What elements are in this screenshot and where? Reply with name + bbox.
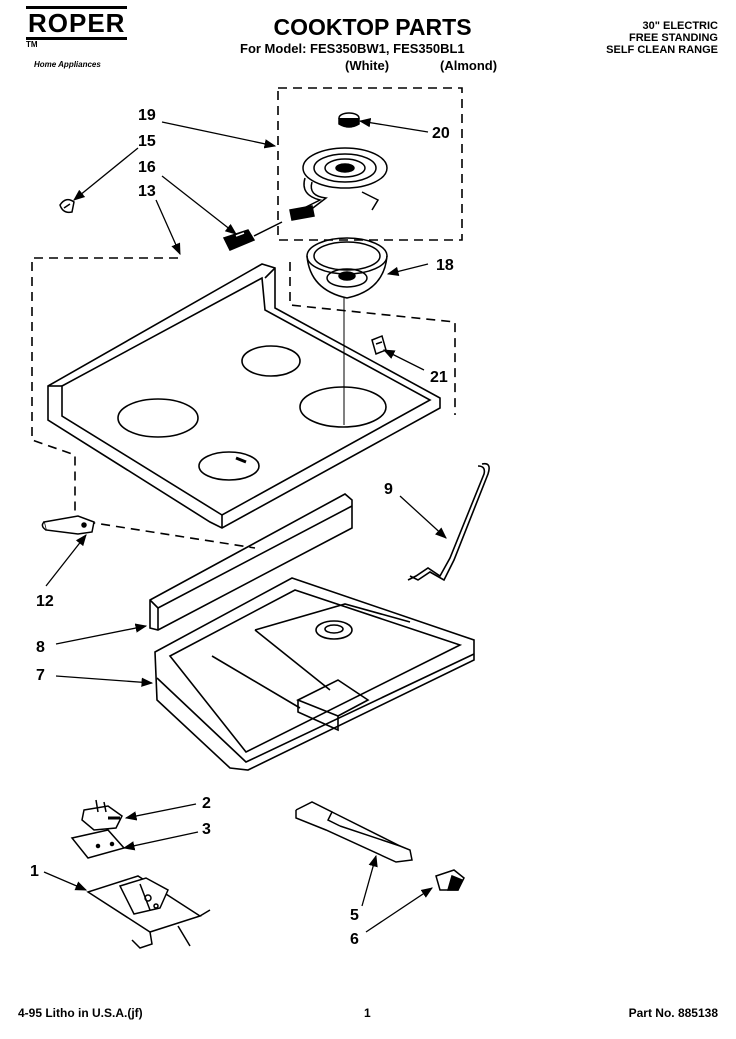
callout-7: 7	[36, 667, 45, 684]
callout-12: 12	[36, 593, 54, 610]
support-rod-icon	[407, 462, 490, 582]
page-title: COOKTOP PARTS	[273, 14, 472, 40]
callout-1: 1	[30, 863, 39, 880]
callout-labels: 19 20 15 16 13 18 21 9 12 8 7 2 3 1 5 6	[30, 107, 454, 948]
part-number: Part No. 885138	[628, 1006, 718, 1020]
burner-box-icon	[154, 577, 475, 771]
callout-18: 18	[436, 257, 454, 274]
variant-white: (White)	[345, 58, 390, 73]
leader-arrows	[43, 118, 447, 933]
element-bracket-icon	[295, 801, 413, 863]
callout-13: 13	[138, 183, 156, 200]
model-line: For Model: FES350BW1, FES350BL1	[240, 41, 465, 56]
trademark-mark: TM	[26, 40, 38, 49]
callout-5: 5	[350, 907, 359, 924]
switch-bracket-icon	[86, 875, 211, 949]
terminal-block-icon	[222, 221, 283, 251]
retainer-clip-icon	[371, 334, 387, 356]
description-line: 30" ELECTRIC	[642, 20, 718, 32]
mounting-clip-icon	[59, 198, 75, 214]
description-line: SELF CLEAN RANGE	[606, 44, 718, 56]
callout-21: 21	[430, 369, 448, 386]
callout-2: 2	[202, 795, 211, 812]
wire-connector-icon	[435, 869, 465, 891]
brand-subtitle: Home Appliances	[34, 60, 101, 69]
cooktop-icon	[47, 263, 441, 529]
drip-bowl-icon	[306, 237, 388, 425]
callout-19: 19	[138, 107, 156, 124]
infinite-switch-icon	[81, 799, 123, 831]
front-channel-icon	[149, 493, 353, 631]
page-number: 1	[364, 1006, 371, 1020]
callout-20: 20	[432, 125, 450, 142]
cooktop-assembly-boundary	[31, 257, 456, 549]
roper-logo: ROPERTM Home Appliances	[26, 6, 138, 69]
burner-assembly-boundary	[277, 87, 463, 241]
description-line: FREE STANDING	[628, 32, 718, 44]
callout-9: 9	[384, 481, 393, 498]
callout-3: 3	[202, 821, 211, 838]
print-info: 4-95 Litho in U.S.A.(jf)	[18, 1006, 143, 1020]
callout-16: 16	[138, 159, 156, 176]
callout-6: 6	[350, 931, 359, 948]
variant-almond: (Almond)	[440, 58, 498, 73]
color-variants: (White) (Almond)	[345, 58, 497, 73]
hinge-icon	[41, 515, 95, 535]
surface-element-icon	[289, 147, 388, 221]
brand-wordmark: ROPER	[26, 6, 128, 40]
insulator-icon	[70, 829, 126, 859]
range-description: 30" ELECTRIC FREE STANDING SELF CLEAN RA…	[606, 20, 718, 56]
callout-15: 15	[138, 133, 156, 150]
callout-8: 8	[36, 639, 45, 656]
knob-cap-icon	[338, 112, 360, 128]
